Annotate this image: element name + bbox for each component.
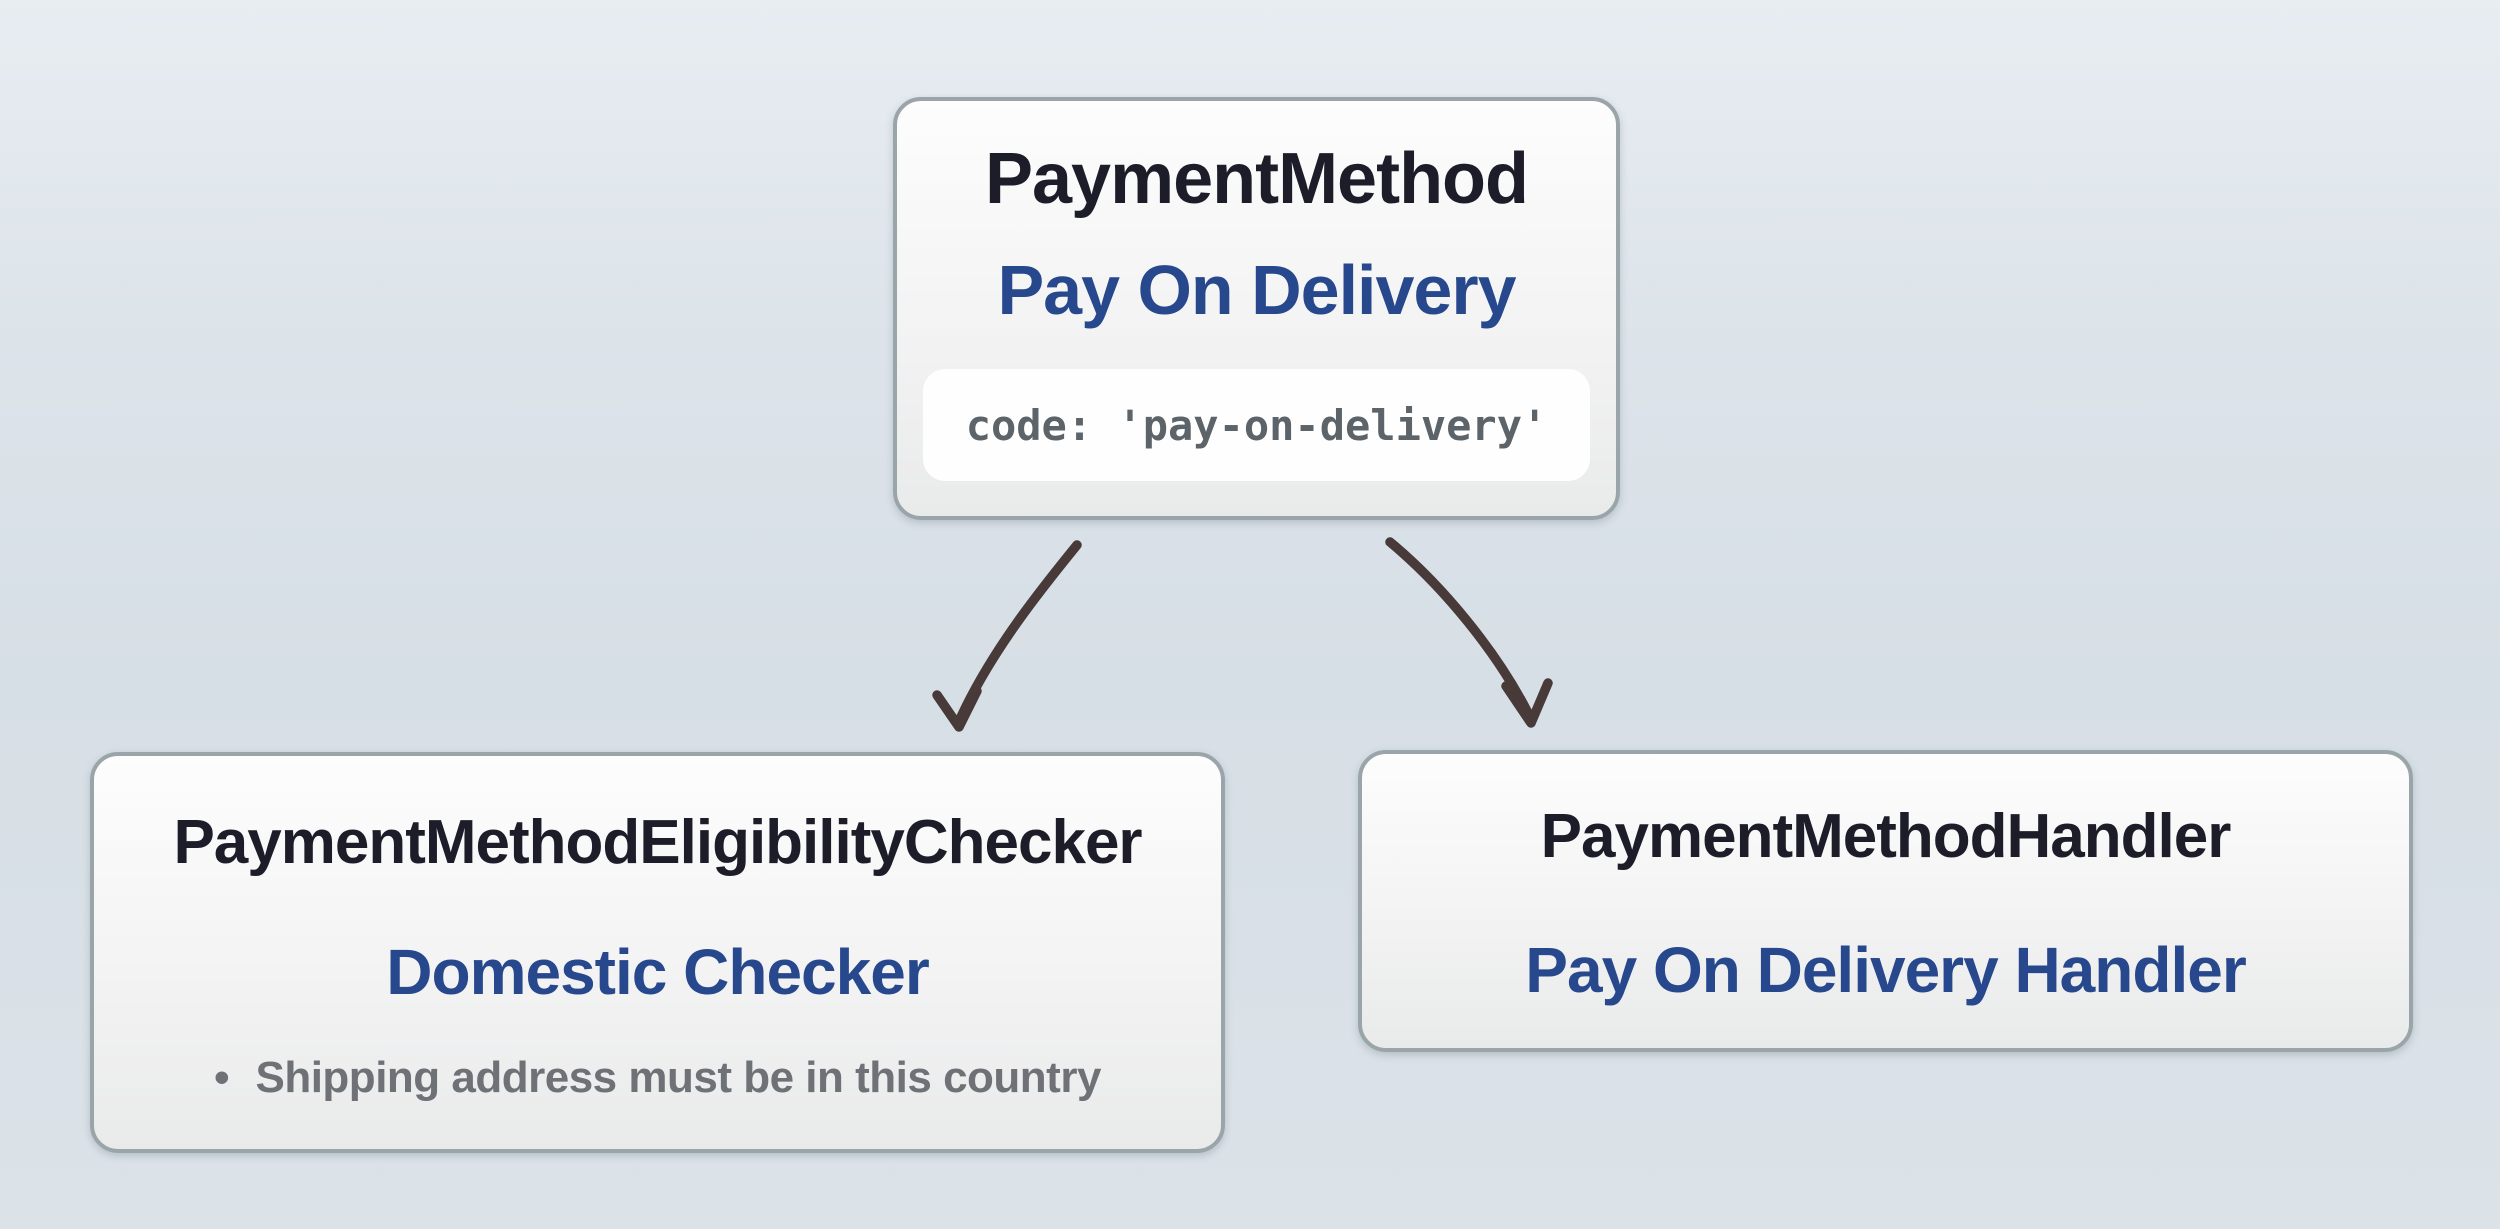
node-payment-method: PaymentMethod Pay On Delivery code: 'pay… [893, 97, 1620, 520]
payment-method-code-pill: code: 'pay-on-delivery' [923, 369, 1590, 481]
node-handler: PaymentMethodHandler Pay On Delivery Han… [1358, 750, 2413, 1052]
eligibility-rule-text: Shipping address must be in this country [255, 1053, 1101, 1102]
bullet-icon: • [214, 1053, 230, 1102]
arrow-to-handler [1385, 537, 1553, 728]
eligibility-checker-title: PaymentMethodEligibilityChecker [173, 808, 1142, 877]
payment-method-title: PaymentMethod [984, 139, 1529, 219]
handler-label: Pay On Delivery Handler [1525, 934, 2246, 1006]
arrow-to-eligibility-checker [932, 540, 1082, 732]
eligibility-checker-label: Domestic Checker [386, 936, 929, 1008]
eligibility-rule-item: • Shipping address must be in this count… [214, 1056, 1101, 1100]
payment-method-label: Pay On Delivery [997, 251, 1516, 329]
node-eligibility-checker: PaymentMethodEligibilityChecker Domestic… [90, 752, 1225, 1153]
payment-method-code: code: 'pay-on-delivery' [965, 400, 1548, 450]
handler-title: PaymentMethodHandler [1540, 802, 2232, 871]
